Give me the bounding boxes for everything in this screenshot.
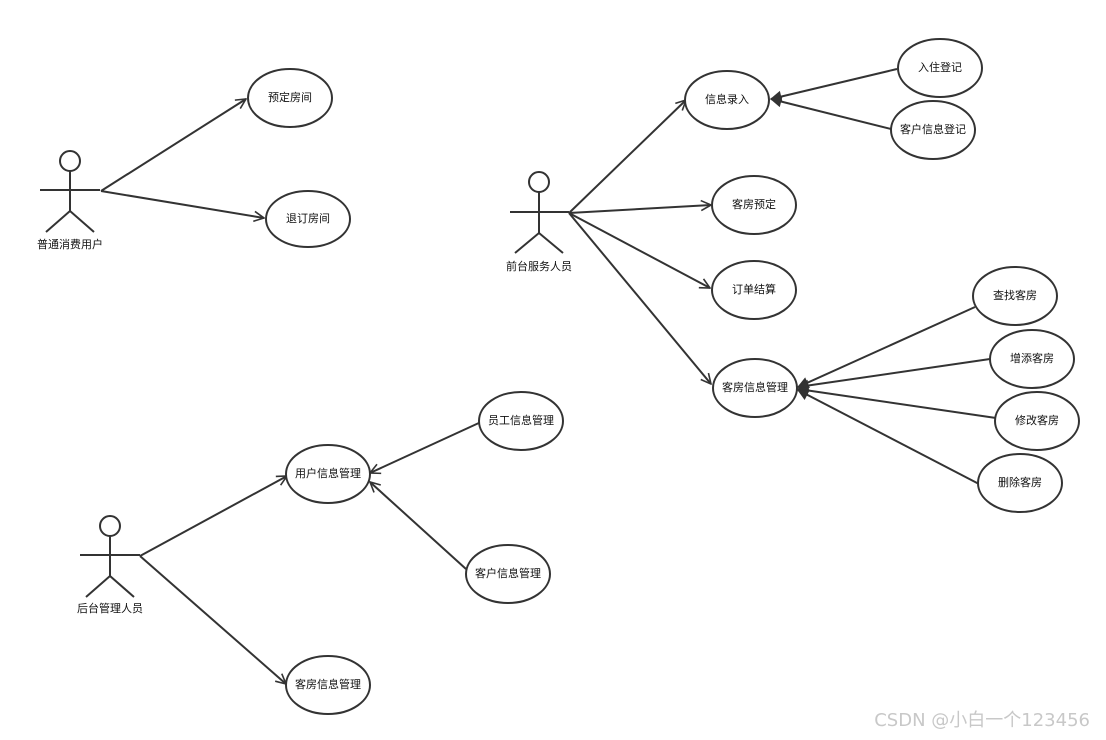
actor-head-icon	[59, 150, 81, 172]
assoc-admin-user-info-mgmt	[139, 475, 287, 557]
use-case-cancel-room[interactable]: 退订房间	[265, 190, 351, 248]
assoc-consumer-cancel-room	[100, 190, 264, 218]
use-case-label: 信息录入	[705, 92, 749, 106]
extend-modify-room	[798, 389, 997, 419]
use-case-label: 客房信息管理	[295, 677, 361, 691]
extend-find-room	[798, 306, 976, 387]
assoc-consumer-book-room	[100, 99, 246, 192]
use-case-label: 入住登记	[918, 60, 962, 74]
actor-label-front-desk: 前台服务人员	[506, 259, 572, 273]
include-staff-to-user-info	[370, 421, 482, 473]
assoc-frontdesk-room-reserve	[568, 205, 711, 214]
actor-label-backend-admin: 后台管理人员	[77, 601, 143, 615]
use-case-delete-room[interactable]: 删除客房	[977, 453, 1063, 513]
use-case-label: 客户信息管理	[475, 566, 541, 580]
actor-label-consumer: 普通消费用户	[37, 237, 103, 251]
use-case-label: 员工信息管理	[488, 413, 554, 427]
extend-add-room	[798, 358, 991, 387]
use-case-add-room[interactable]: 增添客房	[989, 329, 1075, 389]
assoc-frontdesk-room-info-mgmt	[568, 212, 711, 384]
use-case-find-room[interactable]: 查找客房	[972, 266, 1058, 326]
use-case-label: 退订房间	[286, 212, 330, 225]
actor-consumer[interactable]: 普通消费用户	[37, 150, 103, 251]
assoc-frontdesk-info-entry	[568, 100, 686, 214]
use-case-info-entry[interactable]: 信息录入	[684, 70, 770, 130]
use-case-modify-room[interactable]: 修改客房	[994, 391, 1080, 451]
actor-backend-admin[interactable]: 后台管理人员	[77, 515, 143, 615]
use-case-label: 增添客房	[1010, 351, 1054, 365]
use-case-room-reserve[interactable]: 客房预定	[711, 175, 797, 235]
use-case-user-info-mgmt[interactable]: 用户信息管理	[285, 444, 371, 504]
include-customer-to-user-info	[370, 482, 467, 570]
use-case-label: 客户信息登记	[900, 122, 966, 136]
actor-head-icon	[528, 171, 550, 193]
assoc-frontdesk-order-settle	[568, 212, 710, 289]
use-case-book-room[interactable]: 预定房间	[247, 68, 333, 128]
use-case-label: 删除客房	[998, 475, 1042, 489]
use-case-label: 客房信息管理	[722, 380, 788, 394]
use-case-checkin-register[interactable]: 入住登记	[897, 38, 983, 98]
extend-delete-room	[798, 389, 980, 485]
use-case-order-settle[interactable]: 订单结算	[711, 260, 797, 320]
extend-customer-info-to-info-entry	[771, 99, 892, 130]
use-case-customer-info-mgmt[interactable]: 客户信息管理	[465, 544, 551, 604]
use-case-backend-room-info-mgmt[interactable]: 客房信息管理	[285, 655, 371, 715]
actor-head-icon	[99, 515, 121, 537]
use-case-customer-info-register[interactable]: 客户信息登记	[890, 100, 976, 160]
use-case-staff-info-mgmt[interactable]: 员工信息管理	[478, 391, 564, 451]
extend-checkin-to-info-entry	[771, 68, 898, 99]
use-case-label: 订单结算	[732, 282, 776, 296]
use-case-label: 修改客房	[1015, 413, 1059, 427]
actor-front-desk[interactable]: 前台服务人员	[506, 171, 572, 273]
assoc-admin-room-info-mgmt	[139, 555, 286, 684]
use-case-label: 客房预定	[732, 197, 776, 211]
watermark: CSDN @小白一个123456	[874, 710, 1090, 731]
use-case-label: 预定房间	[268, 90, 312, 104]
use-case-room-info-mgmt[interactable]: 客房信息管理	[712, 358, 798, 418]
use-case-label: 查找客房	[993, 288, 1037, 302]
use-case-label: 用户信息管理	[295, 466, 361, 480]
relationship-lines	[100, 68, 997, 684]
